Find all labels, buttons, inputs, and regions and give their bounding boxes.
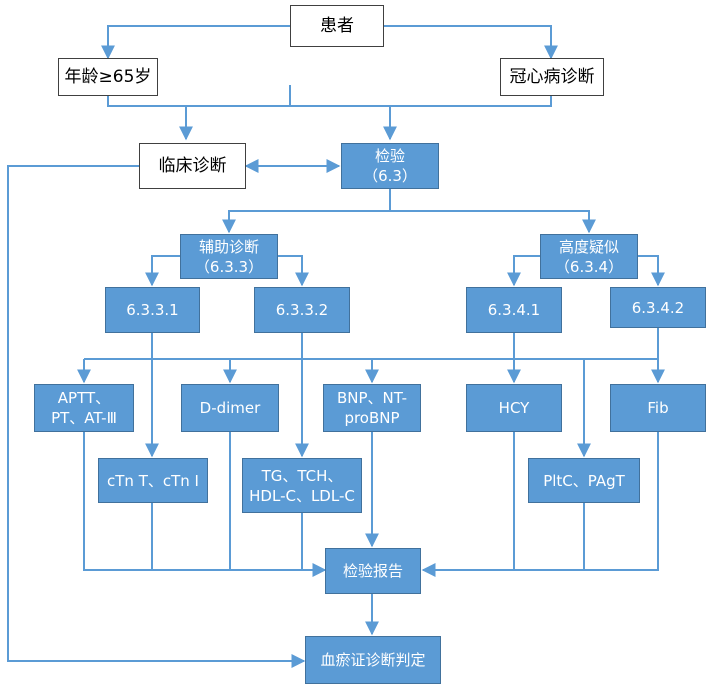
node-aptt: APTT、 PT、AT-Ⅲ xyxy=(34,384,134,432)
node-clinical: 临床诊断 xyxy=(139,143,246,189)
node-chd: 冠心病诊断 xyxy=(500,58,604,96)
edge-test-split xyxy=(222,189,391,234)
node-fib: Fib xyxy=(610,384,706,432)
node-6331: 6.3.3.1 xyxy=(105,287,200,333)
node-ctn: cTn T、cTn I xyxy=(98,458,208,503)
node-final: 血瘀证诊断判定 xyxy=(305,636,441,684)
node-test: 检验 （6.3） xyxy=(341,143,439,189)
edge-clinical-final xyxy=(7,165,306,668)
edge-patient-chd xyxy=(384,25,558,60)
node-tg: TG、TCH、 HDL-C、LDL-C xyxy=(242,458,362,513)
node-hcy: HCY xyxy=(466,384,562,432)
node-pltc: PltC、PAgT xyxy=(528,458,640,503)
node-aux: 辅助诊断 （6.3.3） xyxy=(180,234,278,279)
node-6341: 6.3.4.1 xyxy=(466,287,562,333)
node-ddimer: D-dimer xyxy=(181,384,279,432)
node-suspect: 高度疑似 （6.3.4） xyxy=(540,234,638,279)
edge-patient-age xyxy=(101,25,290,60)
edge-collect-left xyxy=(83,432,327,577)
edge-collect-right xyxy=(421,432,659,577)
edge-suspect-6341 xyxy=(507,255,540,287)
node-6332: 6.3.3.2 xyxy=(254,287,350,333)
node-patient: 患者 xyxy=(290,5,384,47)
node-bnp: BNP、NT- proBNP xyxy=(323,384,421,432)
edge-aux-6332 xyxy=(278,255,309,287)
edge-age-merge xyxy=(107,96,552,107)
edge-test-suspect xyxy=(390,210,596,234)
node-age: 年龄≥65岁 xyxy=(58,58,158,96)
node-6342: 6.3.4.2 xyxy=(610,287,706,328)
edge-suspect-6342 xyxy=(638,255,665,287)
node-report: 检验报告 xyxy=(325,548,421,594)
edge-aux-6331 xyxy=(145,255,180,287)
